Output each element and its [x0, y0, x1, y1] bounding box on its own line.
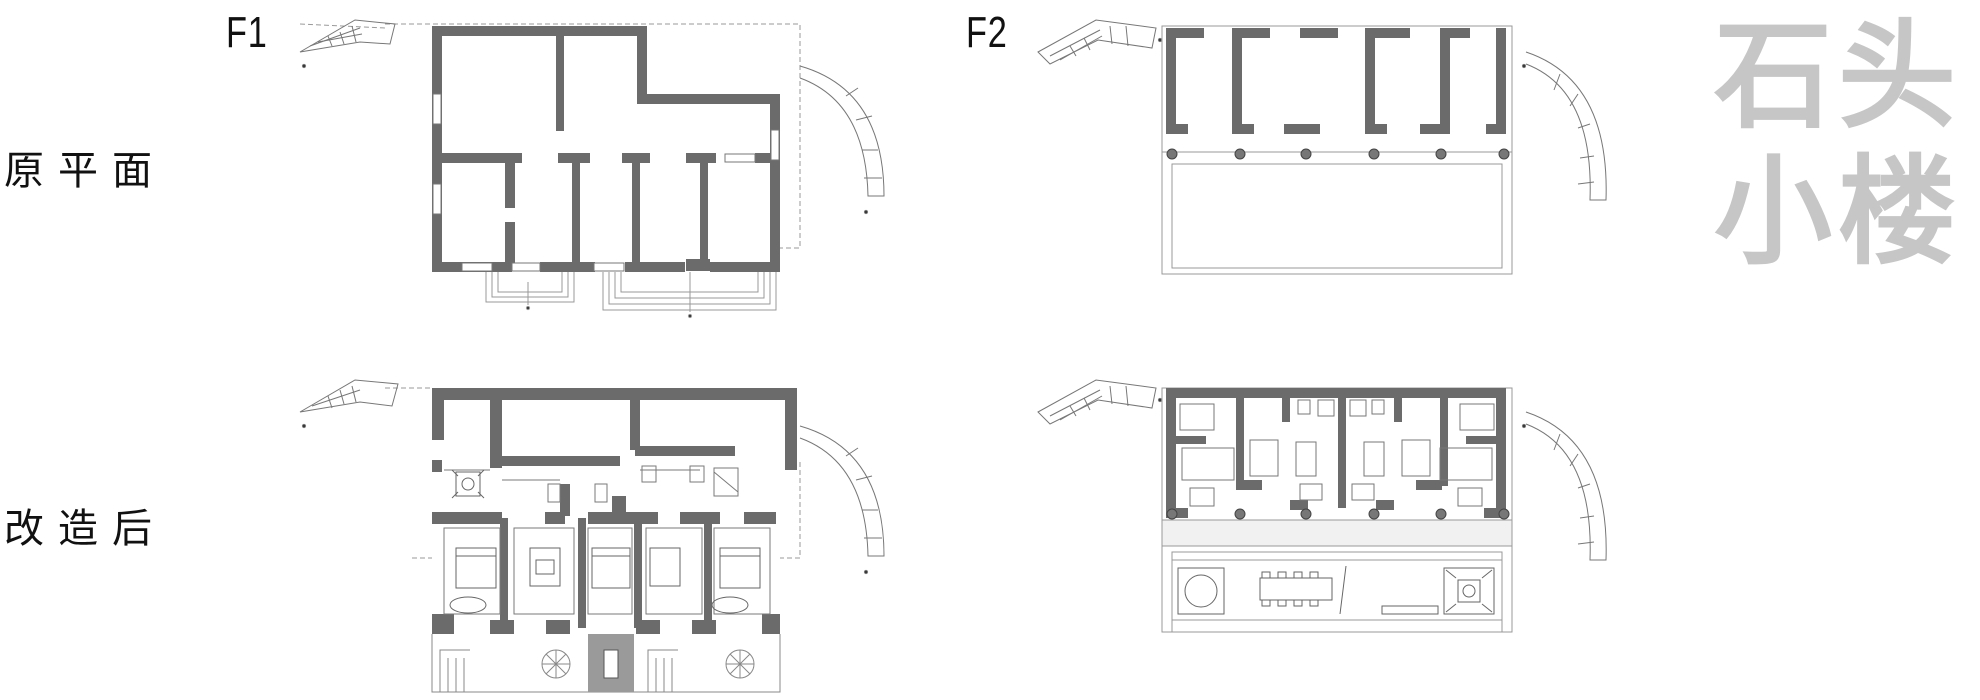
stair-left-f1-renovated: [299, 379, 399, 429]
floor-label-f1: F1: [226, 8, 268, 57]
interior-lines-f2-renovated: [1179, 399, 1495, 507]
columns-f2-original: [1166, 148, 1510, 160]
entry-steps-f1-original: [485, 272, 777, 319]
stair-left-f1-original: [299, 19, 396, 69]
columns-f2-renovated: [1166, 508, 1510, 520]
stair-right-f2-original: [1521, 51, 1607, 201]
floor-label-f2: F2: [966, 8, 1008, 57]
stair-right-f1-original: [799, 65, 885, 215]
project-title-line2: 小楼: [1714, 143, 1963, 281]
stair-left-f2-original: [1037, 19, 1163, 65]
balcony-f1-renovated: [431, 634, 781, 693]
project-title: 石头 小楼: [1714, 8, 1962, 280]
site-outline-f1-renovated: [385, 387, 801, 559]
row-label-original: 原平面: [4, 148, 166, 194]
walls-f2-renovated: [1166, 388, 1506, 518]
furniture-f1-renovated: [449, 469, 761, 614]
terrace-f2-original: [1161, 25, 1513, 275]
terrace-furniture-f2-renovated: [1177, 565, 1495, 615]
hatched-stair-f1-renovated: [588, 634, 634, 692]
interior-lines-f1-renovated: [443, 465, 771, 615]
project-title-line1: 石头: [1714, 7, 1963, 145]
stair-right-f1-renovated: [799, 425, 885, 575]
walls-f1-renovated: [432, 388, 797, 634]
windows-f1-original: [432, 93, 780, 272]
stair-right-f2-renovated: [1521, 411, 1607, 561]
site-outline-f1-original: [299, 23, 801, 249]
stair-left-f2-renovated: [1037, 379, 1163, 425]
row-label-renovated: 改造后: [4, 506, 166, 552]
walls-f2-original: [1166, 28, 1506, 134]
terrace-f2-renovated: [1161, 387, 1513, 633]
